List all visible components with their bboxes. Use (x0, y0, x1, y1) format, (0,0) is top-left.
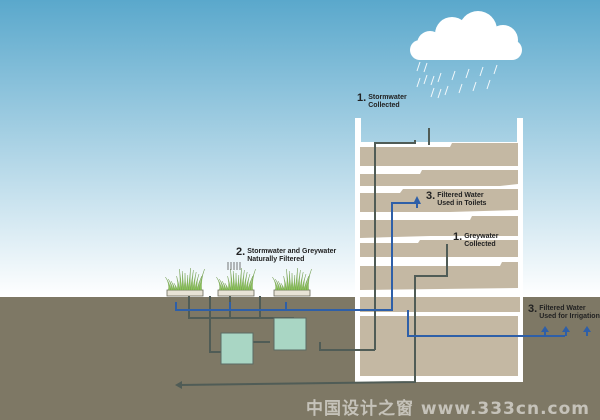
planter-filter-1 (165, 267, 205, 297)
building (355, 118, 523, 382)
watermark: 中国设计之窗 www.333cn.com (306, 399, 590, 419)
floor-slab-1 (360, 143, 518, 166)
filter-drip-icon (227, 262, 241, 270)
irrigation-sprinkler-icon (541, 326, 591, 332)
floor-slab-5 (360, 240, 518, 257)
gray-pipes (179, 128, 448, 386)
floor-slab-4 (360, 216, 518, 238)
floor-slab-2 (360, 170, 518, 186)
rain-cloud-icon (410, 11, 522, 60)
toilet-supply-arrow-icon (413, 196, 421, 204)
rain-streaks-icon (416, 61, 498, 99)
storage-tank-2 (273, 317, 307, 351)
floor-slab-3 (360, 189, 518, 212)
planter-filter-3 (272, 267, 312, 297)
planter-filter-2 (216, 267, 256, 297)
storage-tank-1 (220, 332, 254, 365)
floor-slab-7 (360, 297, 520, 312)
outflow-arrow-icon (175, 381, 182, 389)
basement (360, 316, 518, 376)
